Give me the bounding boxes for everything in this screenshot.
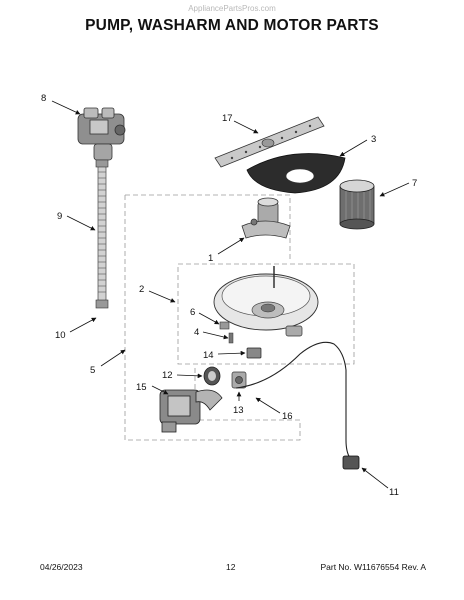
watermark: AppliancePartsPros.com bbox=[188, 4, 276, 13]
callout-12: 12 bbox=[162, 370, 173, 381]
wash-arm-part bbox=[214, 116, 325, 168]
clip-part bbox=[219, 321, 230, 330]
callout-8: 8 bbox=[41, 93, 46, 104]
callout-16: 16 bbox=[282, 411, 293, 422]
leader-arrows bbox=[51, 100, 410, 489]
callout-10: 10 bbox=[55, 330, 66, 341]
connector-part bbox=[246, 347, 262, 359]
callout-4: 4 bbox=[194, 327, 199, 338]
assembly-outline bbox=[124, 194, 355, 441]
footer-part-number: Part No. W11676554 Rev. A bbox=[320, 562, 426, 572]
callout-7: 7 bbox=[412, 178, 417, 189]
callout-9: 9 bbox=[57, 211, 62, 222]
footer-page-number: 12 bbox=[226, 562, 236, 572]
footer-date: 04/26/2023 bbox=[40, 562, 83, 572]
diverter-part bbox=[241, 197, 291, 239]
filter-screen-part bbox=[246, 153, 346, 194]
wire-harness-part bbox=[235, 341, 351, 459]
callout-1: 1 bbox=[208, 253, 213, 264]
page-title: PUMP, WASHARM AND MOTOR PARTS bbox=[85, 17, 379, 34]
screw-part bbox=[228, 332, 234, 344]
pump-housing-part bbox=[77, 107, 126, 161]
seal-ring-part bbox=[203, 366, 221, 386]
callout-2: 2 bbox=[139, 284, 144, 295]
callout-3: 3 bbox=[371, 134, 376, 145]
cylinder-filter-part bbox=[339, 179, 375, 230]
callout-14: 14 bbox=[203, 350, 214, 361]
sump-part bbox=[213, 266, 319, 337]
hose-part bbox=[95, 159, 109, 309]
callout-6: 6 bbox=[190, 307, 195, 318]
impeller-part bbox=[231, 371, 247, 389]
callout-5: 5 bbox=[90, 365, 95, 376]
callout-15: 15 bbox=[136, 382, 147, 393]
callout-17: 17 bbox=[222, 113, 233, 124]
callout-11: 11 bbox=[389, 487, 399, 498]
motor-part bbox=[159, 389, 223, 433]
callout-13: 13 bbox=[233, 405, 244, 416]
end-connector-part bbox=[342, 455, 360, 470]
